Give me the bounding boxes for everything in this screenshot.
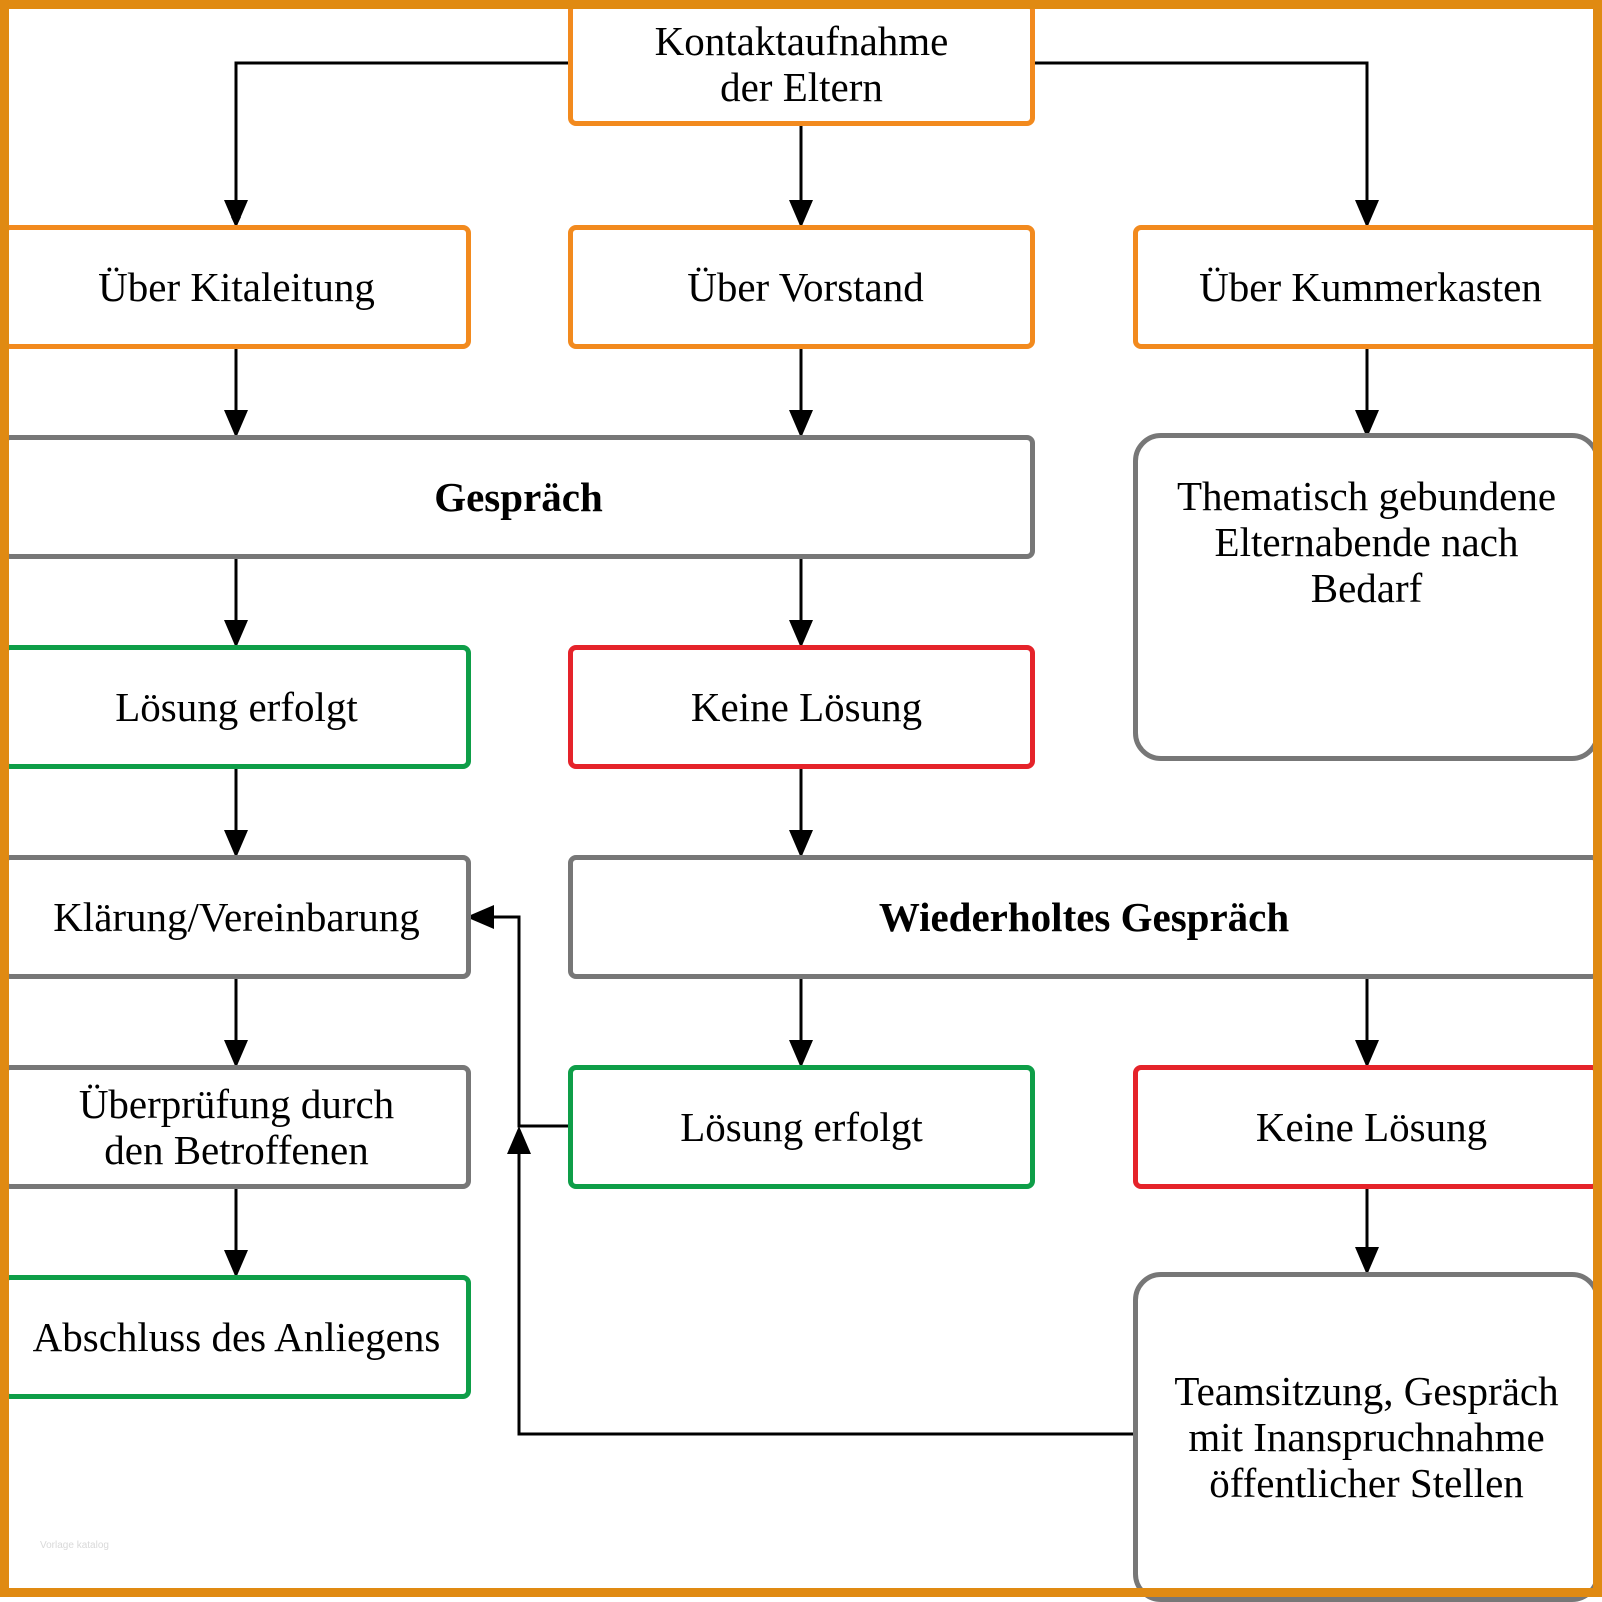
- arrowhead: [1355, 1247, 1379, 1275]
- arrowhead: [224, 1250, 248, 1278]
- node-loesung-erfolgt-2: Lösung erfolgt: [568, 1065, 1035, 1189]
- node-ueber-kummerkasten: Über Kummerkasten: [1133, 225, 1600, 349]
- node-abschluss-des-anliegens: Abschluss des Anliegens: [2, 1275, 471, 1399]
- node-teamsitzung: Teamsitzung, Gespräch mit Inanspruchnahm…: [1133, 1272, 1600, 1602]
- node-thematisch-elternabende: Thematisch gebundene Elternabende nach B…: [1133, 433, 1600, 761]
- node-ueber-kitaleitung: Über Kitaleitung: [2, 225, 471, 349]
- arrowhead: [224, 410, 248, 438]
- node-klaerung-vereinbarung: Klärung/Vereinbarung: [2, 855, 471, 979]
- arrowhead: [224, 1040, 248, 1068]
- arrowhead: [1355, 1040, 1379, 1068]
- node-wiederholtes-gespraech: Wiederholtes Gespräch: [568, 855, 1600, 979]
- node-kontaktaufnahme: Kontaktaufnahme der Eltern: [568, 2, 1035, 126]
- node-gespraech: Gespräch: [2, 435, 1035, 559]
- node-ueberpruefung: Überprüfung durch den Betroffenen: [2, 1065, 471, 1189]
- arrowhead: [1355, 410, 1379, 438]
- arrow-kontakt-to-kitaleitung: [231, 61, 570, 227]
- arrowhead: [789, 410, 813, 438]
- watermark: Vorlage katalog: [40, 1540, 109, 1551]
- arrowhead: [789, 200, 813, 228]
- arrowhead: [789, 1040, 813, 1068]
- arrowhead: [789, 830, 813, 858]
- node-keine-loesung-1: Keine Lösung: [568, 645, 1035, 769]
- arrowhead: [507, 1126, 531, 1154]
- node-loesung-erfolgt-1: Lösung erfolgt: [2, 645, 471, 769]
- arrowhead: [789, 620, 813, 648]
- node-keine-loesung-2: Keine Lösung: [1133, 1065, 1600, 1189]
- node-ueber-vorstand: Über Vorstand: [568, 225, 1035, 349]
- arrowhead: [224, 620, 248, 648]
- arrowhead: [224, 200, 248, 228]
- arrowhead: [1355, 200, 1379, 228]
- arrowhead: [224, 830, 248, 858]
- arrow-teamsitzung-to-loop: [517, 1150, 1135, 1436]
- arrow-kontakt-to-kummerkasten: [1033, 61, 1369, 225]
- arrow-loesung2-to-klaerung: [490, 915, 570, 1128]
- arrowhead: [466, 905, 494, 929]
